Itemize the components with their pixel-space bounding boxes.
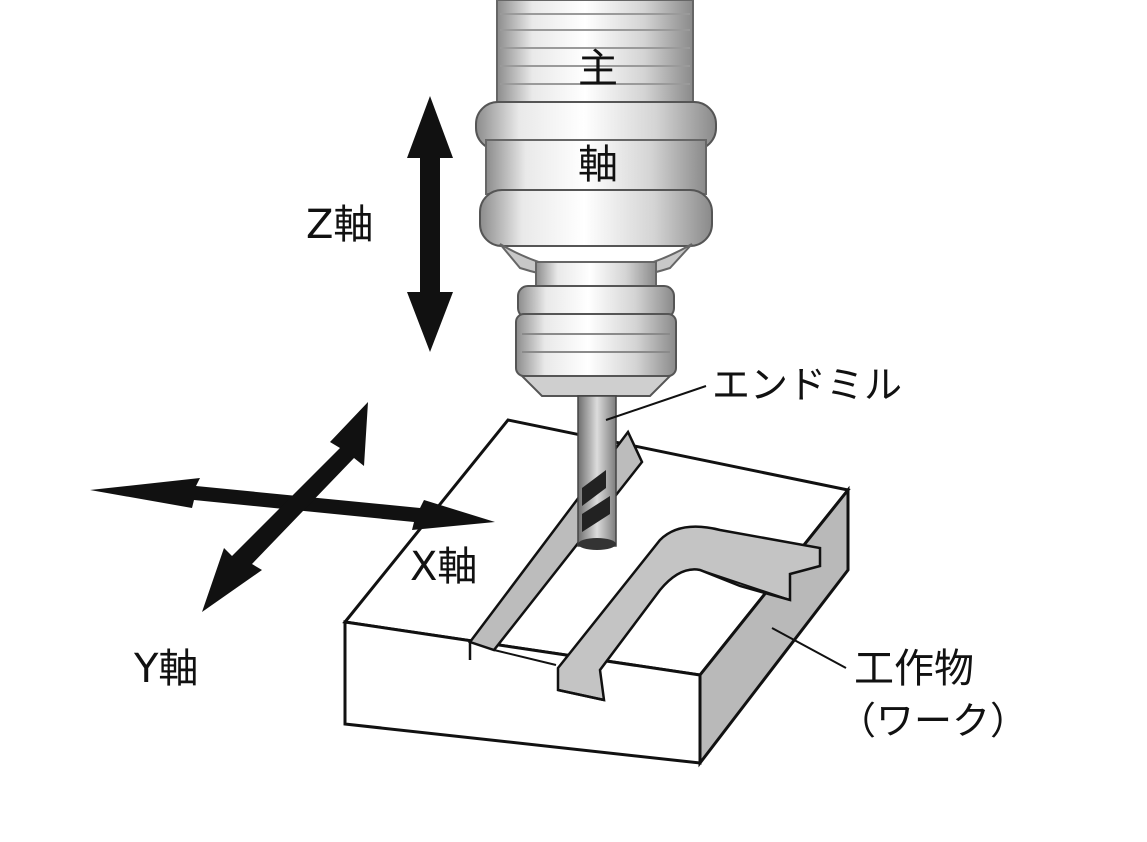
workpiece-label: 工作物: [854, 646, 974, 692]
spindle-label-1: 主: [578, 46, 618, 92]
y-axis-arrow: [202, 402, 368, 612]
end-mill: [577, 395, 617, 550]
y-axis-label: Y軸: [133, 646, 198, 692]
spindle: [475, 0, 717, 289]
end-mill-label: エンドミル: [712, 363, 902, 407]
z-axis-label: Z軸: [306, 202, 373, 248]
z-axis-arrow: [407, 96, 453, 352]
spindle-label-2: 軸: [578, 142, 618, 188]
tool-holder: [515, 285, 677, 397]
x-axis-label: X軸: [410, 544, 477, 590]
workpiece-sub-label: （ワーク）: [838, 699, 1028, 743]
workpiece-leader-line: [771, 627, 847, 669]
end-mill-leader-line: [605, 385, 707, 421]
